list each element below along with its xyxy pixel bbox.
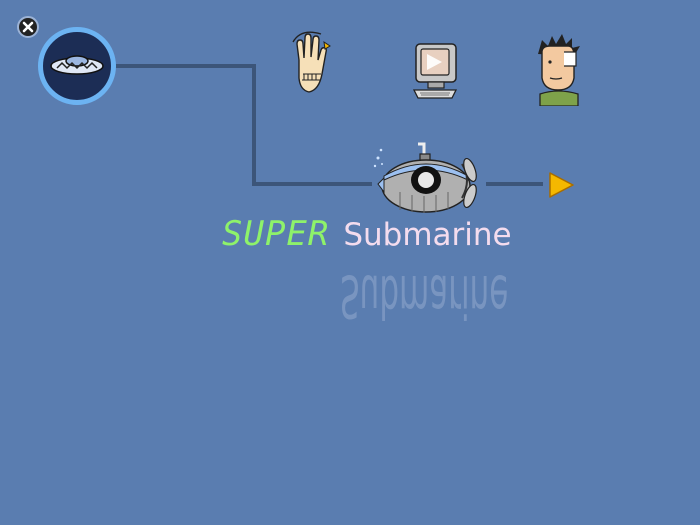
game-title: SUPER Submarine [222, 214, 512, 260]
face-icon[interactable] [534, 34, 584, 106]
submarine-icon [373, 142, 477, 213]
ufo-icon [50, 55, 104, 75]
title-reflection: Submarine [340, 260, 509, 329]
computer-icon[interactable] [410, 40, 460, 102]
play-button[interactable] [547, 170, 577, 200]
title-submarine: Submarine [343, 217, 512, 253]
close-button[interactable] [17, 16, 39, 38]
title-super: SUPER [222, 214, 330, 254]
game-badge[interactable] [38, 27, 116, 105]
close-icon [22, 21, 34, 33]
hand-icon[interactable] [291, 30, 335, 98]
play-arrow-icon [549, 172, 574, 198]
